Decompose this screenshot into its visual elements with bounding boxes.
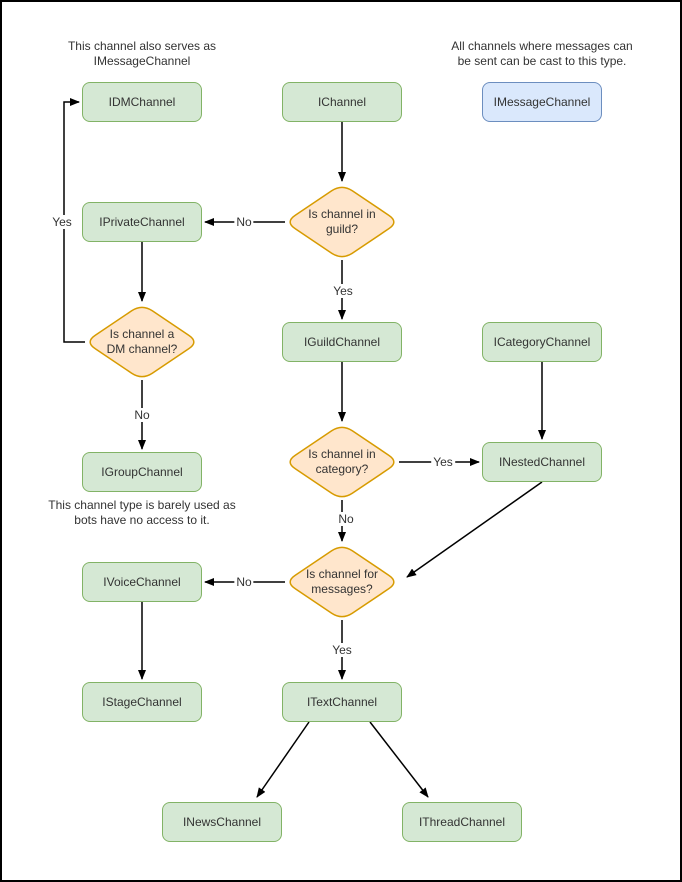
note-message-channel: All channels where messages can be sent … (451, 39, 633, 68)
node-icategorychannel: ICategoryChannel (482, 322, 602, 362)
edge-itext-to-ithread (369, 721, 429, 798)
node-istagechannel: IStageChannel (82, 682, 202, 722)
decision-messages-diamond (289, 546, 395, 618)
edge-itext-to-inews (256, 721, 310, 798)
edge-label-category-no: No (336, 512, 356, 526)
node-inestedchannel: INestedChannel (482, 442, 602, 482)
note-group-channel: This channel type is barely used as bots… (48, 498, 236, 527)
edge-label-guild-yes: Yes (331, 284, 355, 298)
node-ivoicechannel: IVoiceChannel (82, 562, 202, 602)
node-itextchannel: ITextChannel (282, 682, 402, 722)
decision-category-diamond (289, 426, 395, 498)
edge-label-dm-no: No (132, 408, 152, 422)
edge-label-messages-yes: Yes (330, 643, 354, 657)
note-dm-channel: This channel also serves as IMessageChan… (67, 39, 217, 68)
node-ichannel: IChannel (282, 82, 402, 122)
edge-label-guild-no: No (234, 215, 254, 229)
node-ithreadchannel: IThreadChannel (402, 802, 522, 842)
node-idmchannel: IDMChannel (82, 82, 202, 122)
edge-inested-to-messages-decision (406, 481, 543, 578)
node-iguildchannel: IGuildChannel (282, 322, 402, 362)
edge-label-category-yes: Yes (431, 455, 455, 469)
node-igroupchannel: IGroupChannel (82, 452, 202, 492)
decision-dm-diamond (89, 306, 195, 378)
node-iprivatechannel: IPrivateChannel (82, 202, 202, 242)
decision-guild-diamond (289, 186, 395, 258)
edge-label-messages-no: No (234, 575, 254, 589)
edge-label-dm-yes: Yes (50, 215, 74, 229)
node-inewschannel: INewsChannel (162, 802, 282, 842)
node-imessagechannel: IMessageChannel (482, 82, 602, 122)
